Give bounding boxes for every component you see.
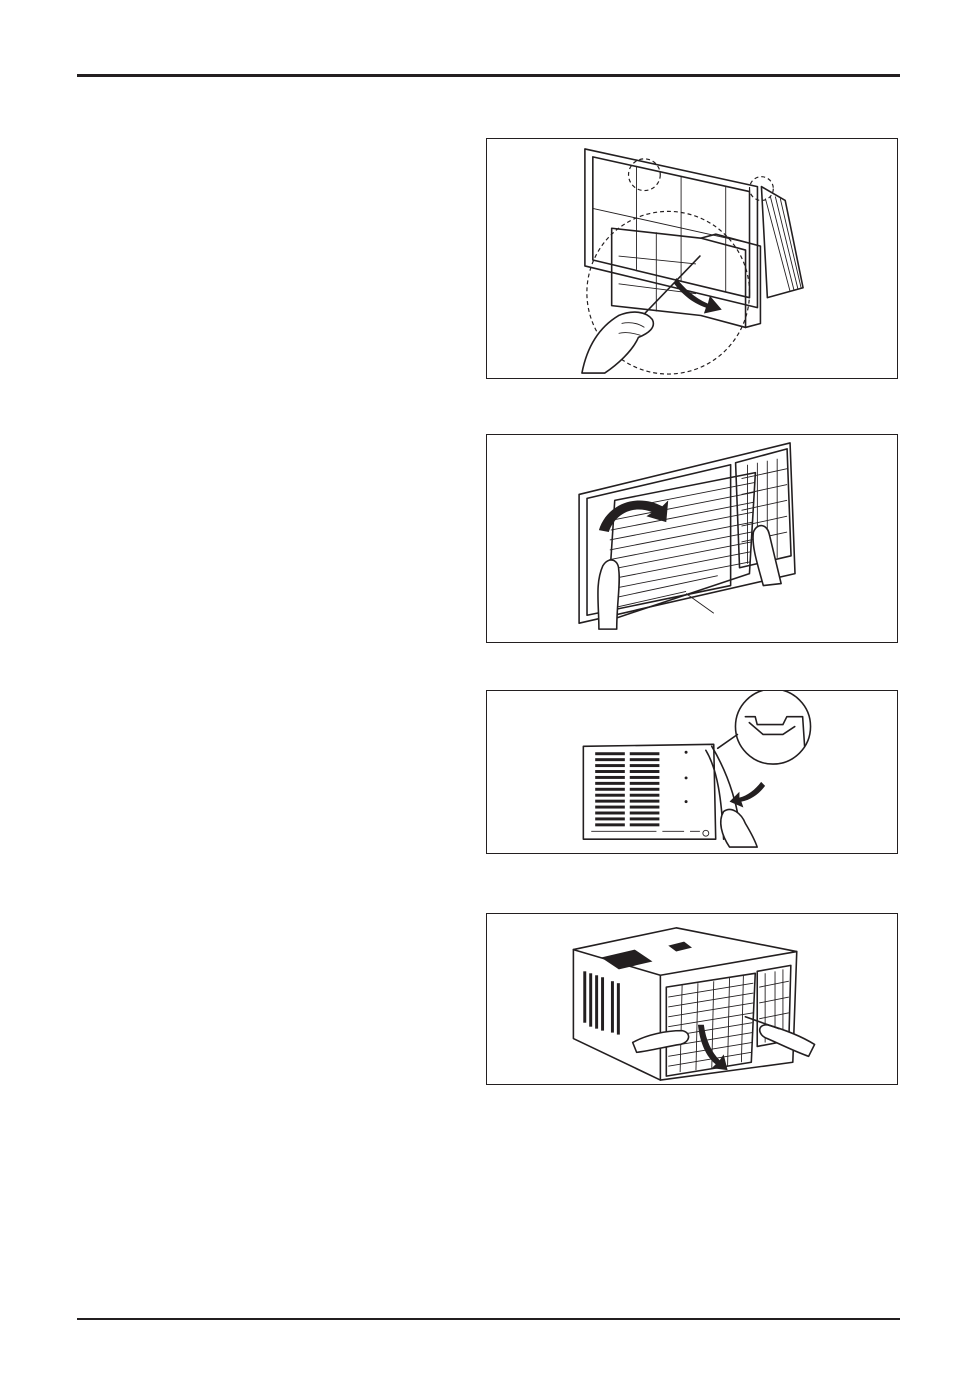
figure-3-illustration — [487, 691, 897, 853]
figure-4-illustration — [487, 914, 897, 1084]
figure-1-illustration — [487, 139, 897, 378]
figure-2 — [486, 434, 898, 643]
footer-rule — [77, 1318, 900, 1320]
figure-1 — [486, 138, 898, 379]
figure-3 — [486, 690, 898, 854]
figure-4 — [486, 913, 898, 1085]
figure-2-illustration — [487, 435, 897, 642]
header-rule — [77, 74, 900, 77]
